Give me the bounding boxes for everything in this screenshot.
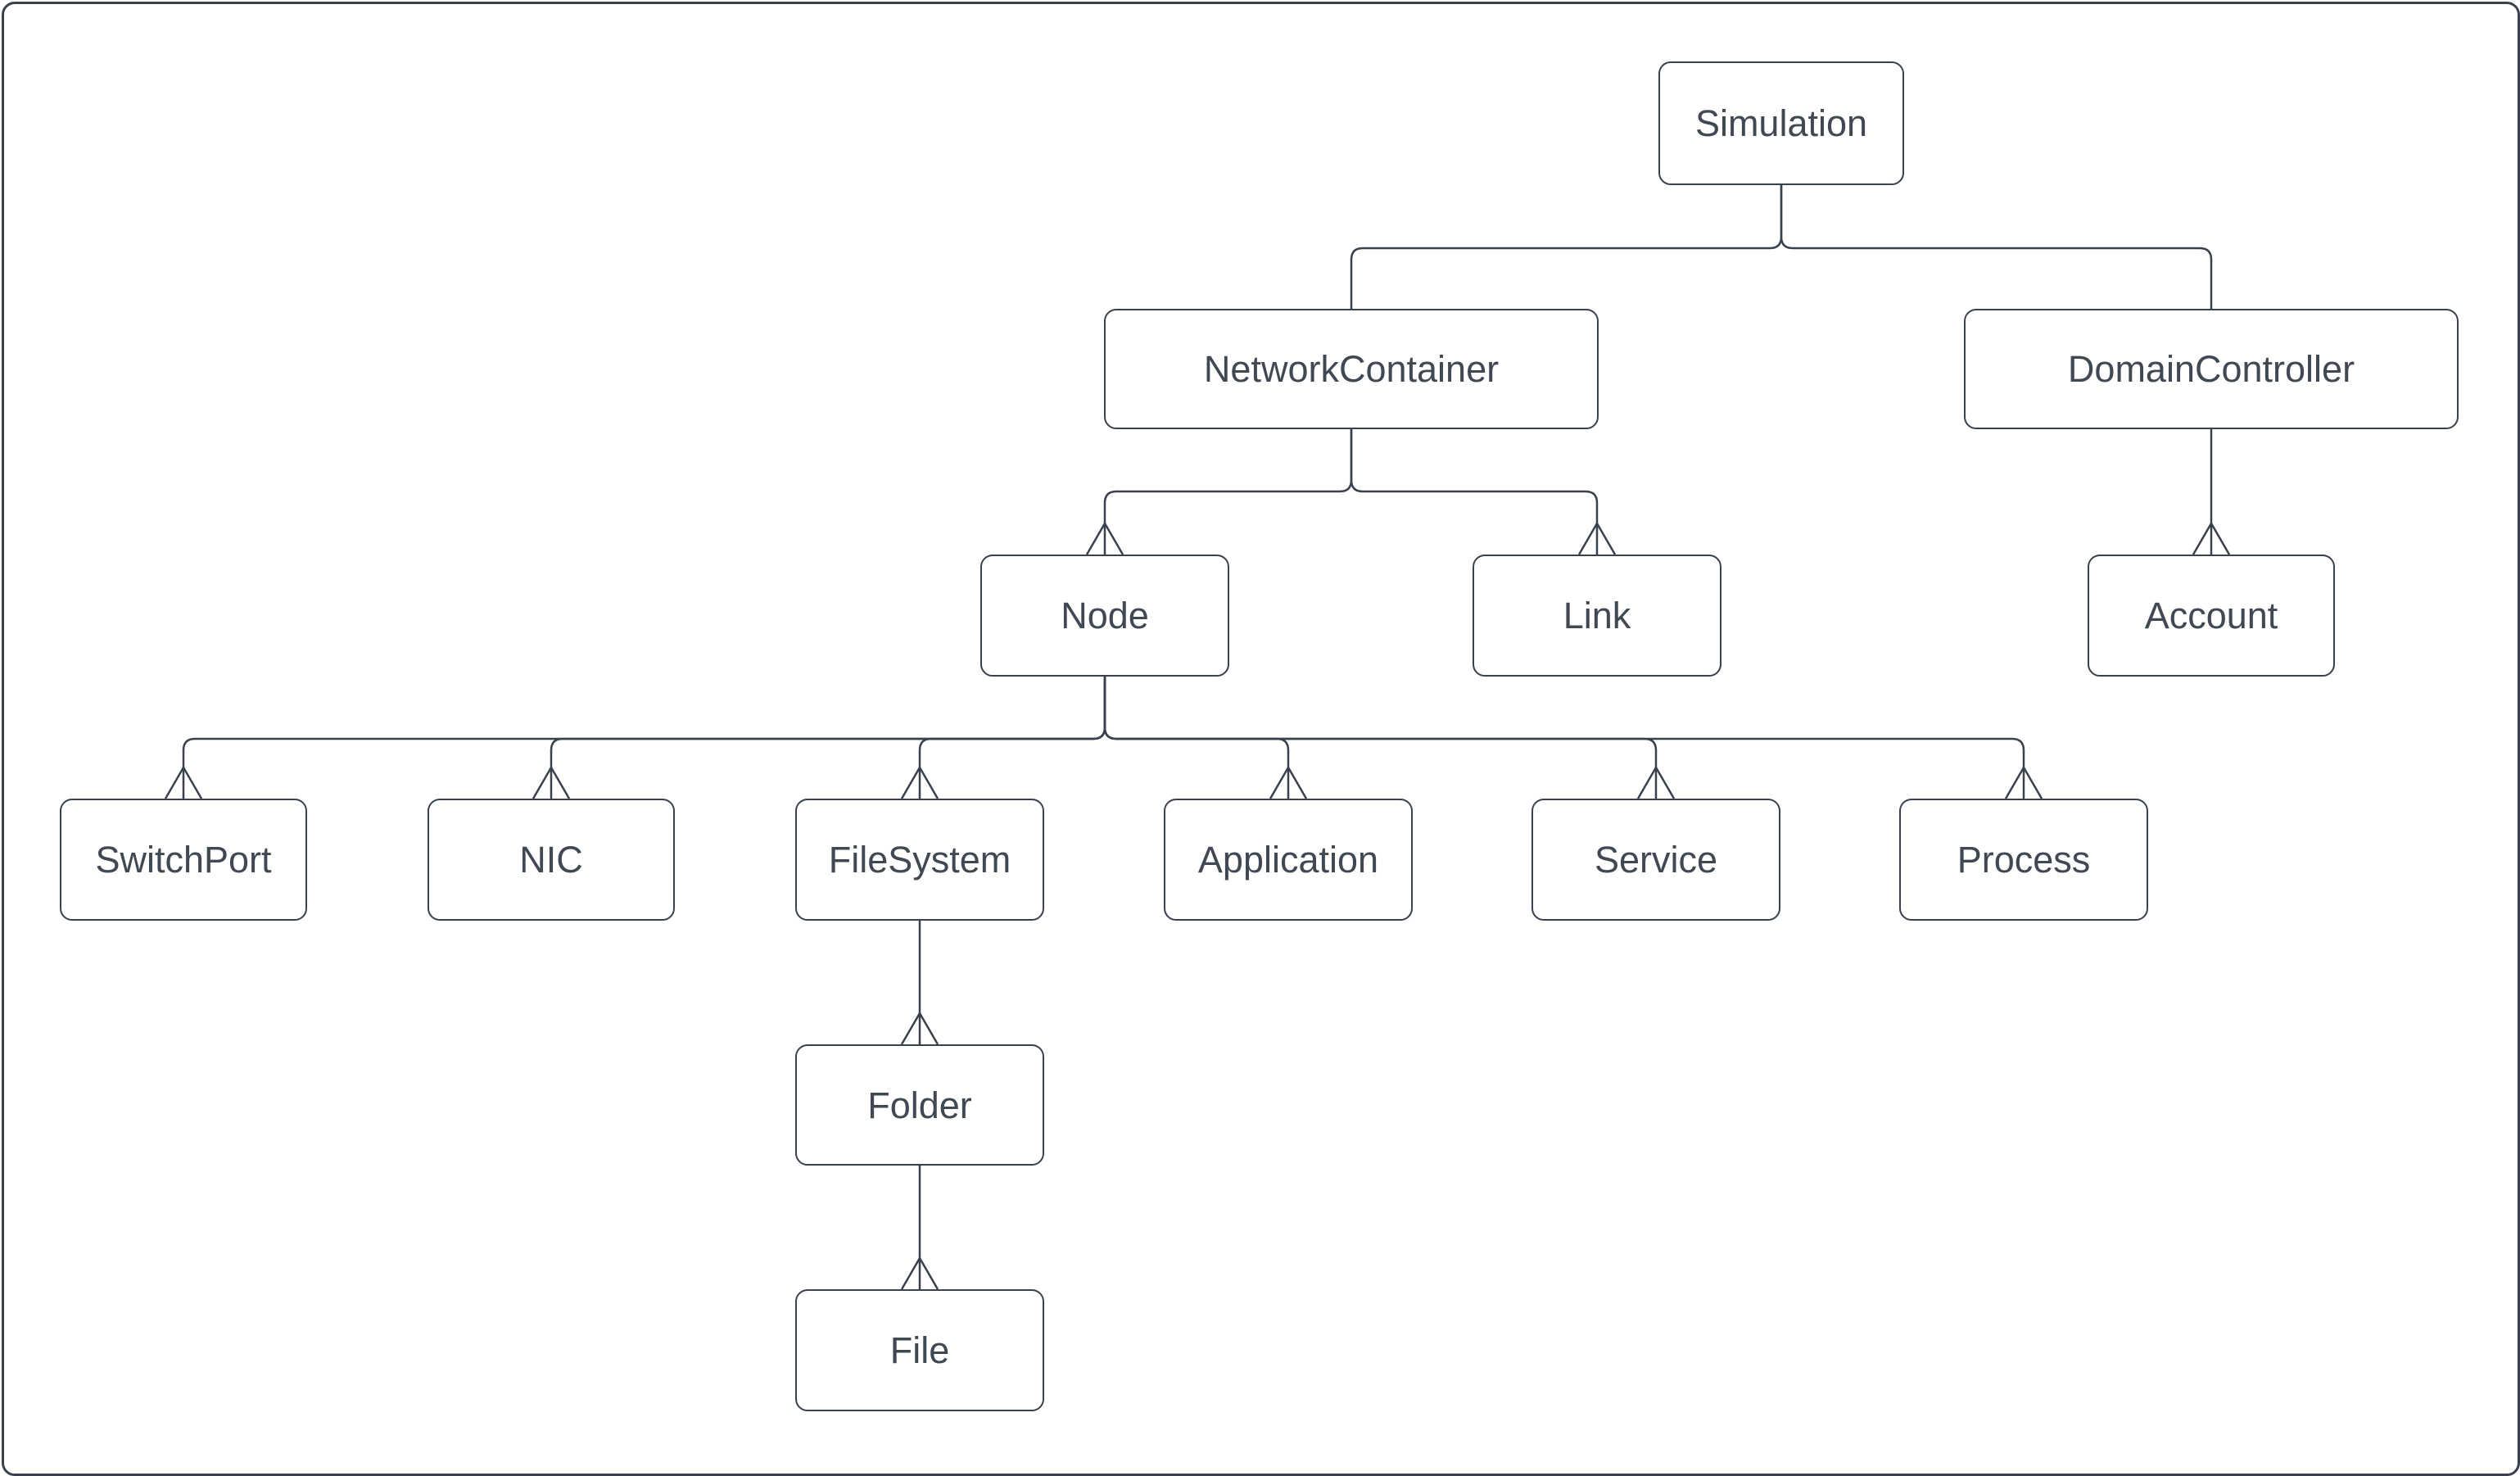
node-account: Account — [2088, 555, 2335, 677]
arrowhead-application — [1269, 766, 1308, 799]
edge-node-service — [1103, 677, 1658, 799]
node-file-system: FileSystem — [795, 799, 1044, 921]
node-file: File — [795, 1289, 1044, 1411]
arrowhead-switchport — [164, 766, 203, 799]
node-node: Node — [980, 555, 1229, 677]
edge-networkcontainer-node — [1103, 429, 1353, 555]
node-application: Application — [1164, 799, 1413, 921]
edge-simulation-domaincontroller — [1780, 185, 2213, 309]
edge-simulation-networkcontainer — [1350, 185, 1783, 309]
node-label: Simulation — [1694, 102, 1868, 144]
arrowhead-nic — [532, 766, 571, 799]
node-label: Folder — [867, 1084, 972, 1126]
node-label: NetworkContainer — [1203, 348, 1500, 390]
node-label: DomainController — [2067, 348, 2355, 390]
node-label: SwitchPort — [95, 839, 272, 881]
arrowhead-filesystem — [900, 766, 939, 799]
node-link: Link — [1473, 555, 1721, 677]
node-network-container: NetworkContainer — [1104, 309, 1599, 429]
edge-node-filesystem — [918, 677, 1106, 799]
node-label: FileSystem — [828, 839, 1011, 881]
arrowhead-folder — [900, 1012, 939, 1045]
node-label: Link — [1563, 595, 1631, 636]
edge-node-nic — [550, 677, 1106, 799]
arrowhead-process — [2004, 766, 2043, 799]
node-switch-port: SwitchPort — [60, 799, 307, 921]
node-label: Account — [2144, 595, 2278, 636]
arrowhead-account — [2192, 522, 2231, 555]
node-simulation: Simulation — [1658, 61, 1904, 185]
node-process: Process — [1899, 799, 2148, 921]
node-label: File — [889, 1329, 950, 1371]
arrowhead-link — [1577, 522, 1617, 555]
node-folder: Folder — [795, 1044, 1044, 1166]
node-domain-controller: DomainController — [1964, 309, 2459, 429]
node-nic: NIC — [428, 799, 675, 921]
arrowhead-service — [1636, 766, 1676, 799]
node-label: Service — [1594, 839, 1718, 881]
node-label: Process — [1957, 839, 2091, 881]
node-service: Service — [1531, 799, 1780, 921]
edge-node-application — [1103, 677, 1290, 799]
node-label: Application — [1197, 839, 1379, 881]
node-label: NIC — [519, 839, 583, 881]
arrowhead-node — [1085, 522, 1124, 555]
edge-networkcontainer-link — [1350, 429, 1599, 555]
edge-node-process — [1103, 677, 2025, 799]
edge-node-switchport — [182, 677, 1106, 799]
node-label: Node — [1061, 595, 1149, 636]
arrowhead-file — [900, 1256, 939, 1290]
